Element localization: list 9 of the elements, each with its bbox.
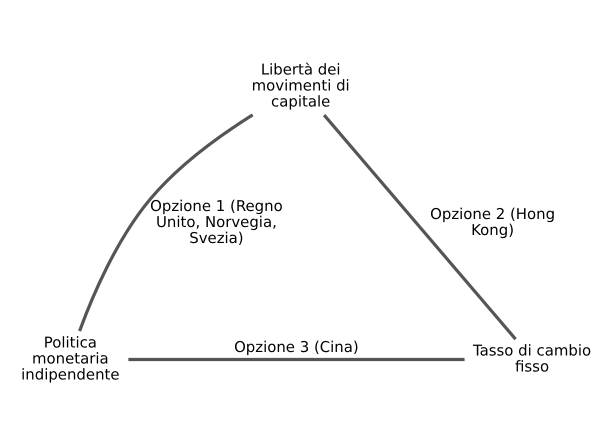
connector	[78, 113, 254, 332]
edge-label: Opzione 2 (Hong Kong)	[430, 204, 556, 238]
node-text: Politica monetaria indipendente	[21, 332, 120, 383]
connector	[322, 114, 517, 340]
edge-label: Opzione 1 (Regno Unito, Norvegia, Svezia)	[150, 196, 283, 246]
node-text: Tasso di cambio fisso	[473, 340, 592, 375]
node-text: Libertà dei movimenti di capitale	[252, 60, 350, 110]
connector	[128, 357, 465, 361]
edge-label: Opzione 3 (Cina)	[234, 338, 359, 356]
